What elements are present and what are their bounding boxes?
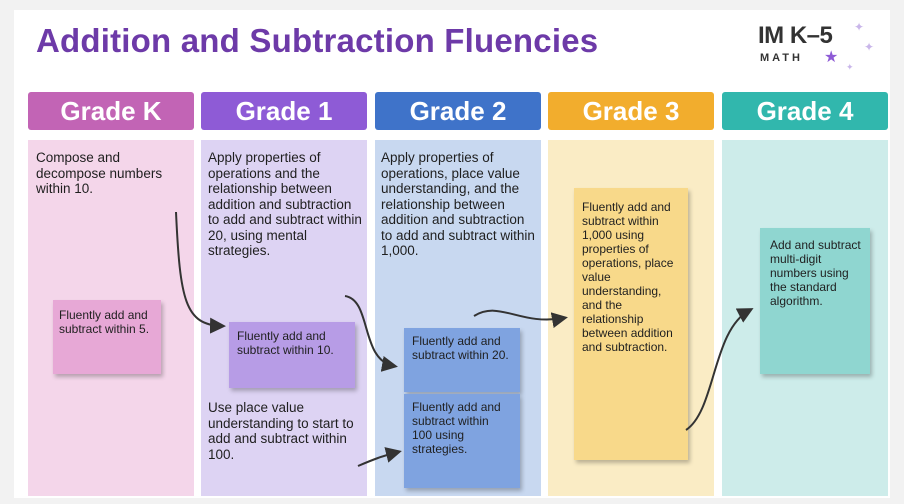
grade-3-fluency-note: Fluently add and subtract within 1,000 u…	[574, 188, 688, 460]
grade-k-fluency-note-text: Fluently add and subtract within 5.	[59, 308, 150, 336]
grade-1-fluency-note-text: Fluently add and subtract within 10.	[237, 329, 334, 357]
logo: IM K–5 MATH ★ ✦ ✦ ✦	[758, 18, 878, 78]
grade-3-header: Grade 3	[548, 92, 714, 130]
grade-1-column	[201, 140, 367, 496]
grade-4-fluency-note: Add and subtract multi-digit numbers usi…	[760, 228, 870, 374]
grade-2-header: Grade 2	[375, 92, 541, 130]
grade-1-fluency-note: Fluently add and subtract within 10.	[229, 322, 355, 388]
logo-sub-text: MATH	[760, 52, 803, 64]
grade-1-standard-text: Apply properties of operations and the r…	[208, 150, 362, 258]
grade-3-fluency-note-text: Fluently add and subtract within 1,000 u…	[582, 200, 674, 354]
logo-main-text: IM K–5	[758, 22, 833, 49]
grade-1-place-value-text: Use place value understanding to start t…	[208, 400, 354, 462]
grade-2-fluency-note-20-text: Fluently add and subtract within 20.	[412, 334, 509, 362]
sparkle-icon: ✦	[854, 20, 865, 34]
grade-2-fluency-note-20: Fluently add and subtract within 20.	[404, 328, 520, 392]
grade-2-fluency-note-100-text: Fluently add and subtract within 100 usi…	[412, 400, 501, 456]
grade-2-fluency-note-100: Fluently add and subtract within 100 usi…	[404, 394, 520, 488]
grade-k-fluency-note: Fluently add and subtract within 5.	[53, 300, 161, 374]
sparkle-icon: ✦	[846, 62, 854, 72]
grade-k-header: Grade K	[28, 92, 194, 130]
star-icon: ★	[824, 49, 839, 66]
grade-4-fluency-note-text: Add and subtract multi-digit numbers usi…	[770, 238, 861, 308]
grade-4-header: Grade 4	[722, 92, 888, 130]
sparkle-icon: ✦	[864, 40, 875, 54]
grade-k-standard-text: Compose and decompose numbers within 10.	[36, 150, 163, 196]
page-title: Addition and Subtraction Fluencies	[36, 22, 599, 59]
grade-1-header: Grade 1	[201, 92, 367, 130]
grade-2-standard-text: Apply properties of operations, place va…	[381, 150, 535, 258]
